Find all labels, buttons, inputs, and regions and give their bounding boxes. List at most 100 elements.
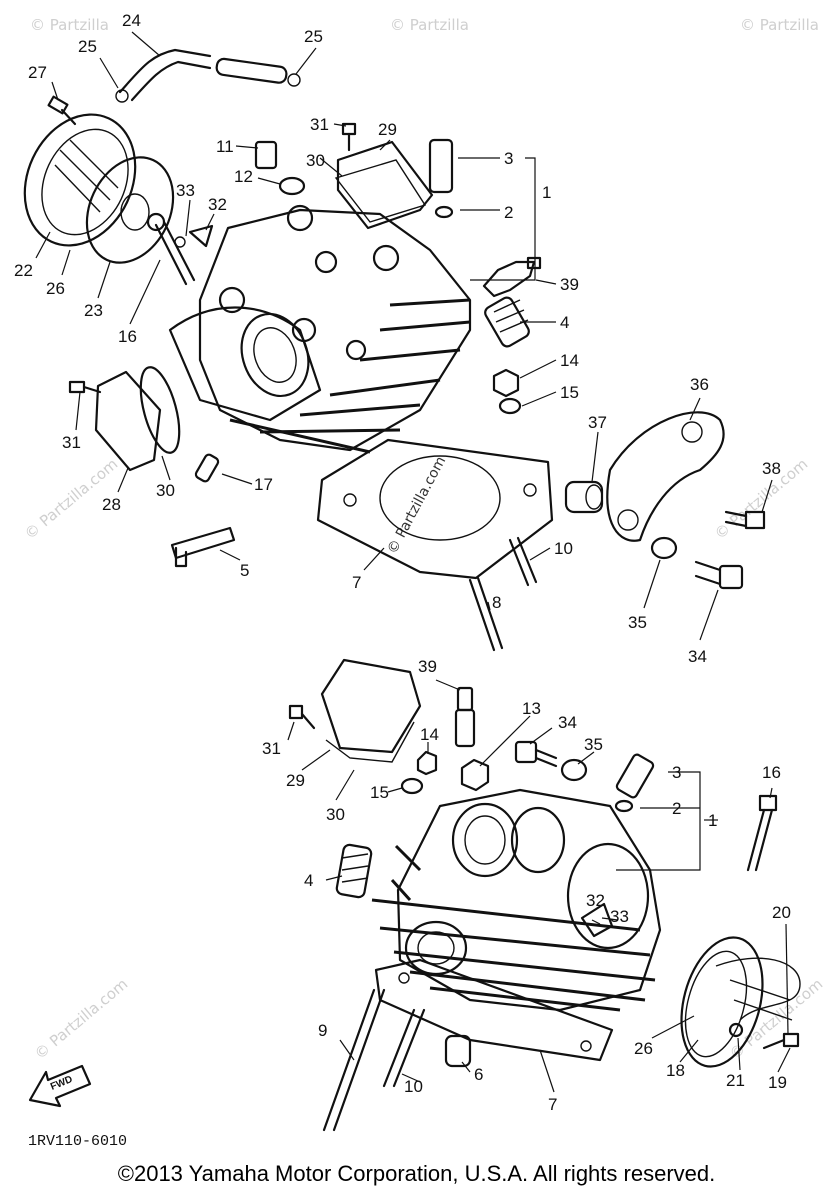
bolt-11: [254, 140, 278, 170]
nut-14: [416, 750, 438, 776]
spark-plug-39: [454, 686, 476, 748]
callout-label: 7: [352, 573, 361, 592]
callout-label: 15: [560, 383, 579, 402]
callout-label: 4: [304, 871, 313, 890]
callout-label: 3: [672, 763, 681, 782]
callout-label: 16: [762, 763, 781, 782]
callout-label: 4: [560, 313, 569, 332]
callout-label: 39: [560, 275, 579, 294]
spacer-4: [335, 843, 373, 899]
gasket-30: [325, 721, 415, 763]
callout-label: 31: [62, 433, 81, 452]
bolt-16: [746, 794, 778, 872]
bolt-31: [68, 380, 86, 394]
callout-label: 13: [522, 699, 541, 718]
bolt-38: [724, 510, 766, 530]
front-cylinder-head-assembly: [23, 48, 766, 652]
watermark-text: © Partzilla: [390, 16, 469, 34]
bracket-36: [606, 411, 725, 542]
callout-label: 27: [28, 63, 47, 82]
head-gasket-7: [374, 958, 614, 1062]
bolt-31: [288, 704, 304, 720]
fwd-arrow-icon: FWD: [28, 1064, 92, 1108]
side-cover-18: [680, 936, 764, 1068]
callout-label: 26: [634, 1039, 653, 1058]
callout-label: 12: [234, 167, 253, 186]
watermark-text: © Partzilla: [30, 16, 109, 34]
valve-guide-3: [615, 753, 655, 799]
callout-label: 32: [586, 891, 605, 910]
callout-label: 29: [378, 120, 397, 139]
callout-label: 29: [286, 771, 305, 790]
collar-37: [564, 480, 604, 514]
callout-label: 33: [610, 907, 629, 926]
callout-label: 26: [46, 279, 65, 298]
callout-label: 20: [772, 903, 791, 922]
callout-label: 22: [14, 261, 33, 280]
callout-labels: 24 25 25 27 31 29 3 2 1 11 12 30 33 32 2…: [14, 11, 791, 1114]
gasket-26: [41, 128, 129, 236]
callout-label: 34: [688, 647, 707, 666]
cover-28: [94, 370, 162, 472]
bolt-19: [762, 1032, 800, 1050]
cap-29: [336, 140, 434, 230]
callout-label: 31: [262, 739, 281, 758]
callout-label: 5: [240, 561, 249, 580]
callout-label: 9: [318, 1021, 327, 1040]
callout-label: 19: [768, 1073, 787, 1092]
cap-29: [320, 658, 422, 754]
callout-label: 24: [122, 11, 141, 30]
clip-2: [614, 799, 634, 813]
callout-label: 16: [118, 327, 137, 346]
bolt-34: [514, 740, 558, 768]
screw-33: [174, 236, 186, 248]
washer-12: [278, 176, 306, 196]
hose-clip-25: [115, 89, 129, 103]
callout-label: 35: [628, 613, 647, 632]
stud-bolt-8: [468, 578, 496, 652]
washer-15: [498, 397, 522, 415]
callout-label: 34: [558, 713, 577, 732]
callout-label: 6: [474, 1065, 483, 1084]
callout-label: 1: [542, 183, 551, 202]
callout-label: 17: [254, 475, 273, 494]
callout-label: 10: [554, 539, 573, 558]
copyright-notice: ©2013 Yamaha Motor Corporation, U.S.A. A…: [117, 1161, 716, 1186]
bolt-34: [694, 560, 744, 590]
callout-label: 11: [216, 137, 234, 156]
exploded-parts-diagram: © Partzilla © Partzilla © Partzilla © Pa…: [14, 11, 826, 1150]
leader-lines: [35, 31, 791, 1093]
cylinder-head-body: [371, 788, 662, 1012]
washer-35: [650, 536, 678, 560]
diagram-code: 1RV110-6010: [28, 1133, 127, 1150]
gasket-26: [684, 950, 748, 1058]
dowel-17: [194, 453, 220, 483]
dowel-6: [444, 1034, 472, 1068]
callout-label: 8: [492, 593, 501, 612]
callout-label: 7: [548, 1095, 557, 1114]
callout-label: 36: [690, 375, 709, 394]
callout-label: 18: [666, 1061, 685, 1080]
wire-20: [715, 957, 801, 1021]
hose-clip-25: [287, 73, 301, 87]
spark-plug-39: [482, 260, 536, 298]
stud-bolt-10: [382, 1008, 426, 1088]
watermark-text: © Partzilla: [740, 16, 819, 34]
callout-label: 30: [306, 151, 325, 170]
callout-label: 35: [584, 735, 603, 754]
callout-label: 31: [310, 115, 329, 134]
callout-label: 38: [762, 459, 781, 478]
callout-label: 14: [420, 725, 439, 744]
callout-label: 32: [208, 195, 227, 214]
breather-hose-24: [118, 48, 212, 94]
plug-21: [728, 1022, 744, 1038]
pipe-5: [170, 526, 236, 560]
nut-13: [460, 758, 490, 792]
callout-label: 25: [78, 37, 97, 56]
nut-14: [492, 368, 520, 398]
callout-label: 25: [304, 27, 323, 46]
rear-cylinder-head-assembly: [288, 658, 801, 1132]
callout-label: 30: [326, 805, 345, 824]
callout-label: 3: [504, 149, 513, 168]
side-cover-22: [23, 113, 137, 247]
